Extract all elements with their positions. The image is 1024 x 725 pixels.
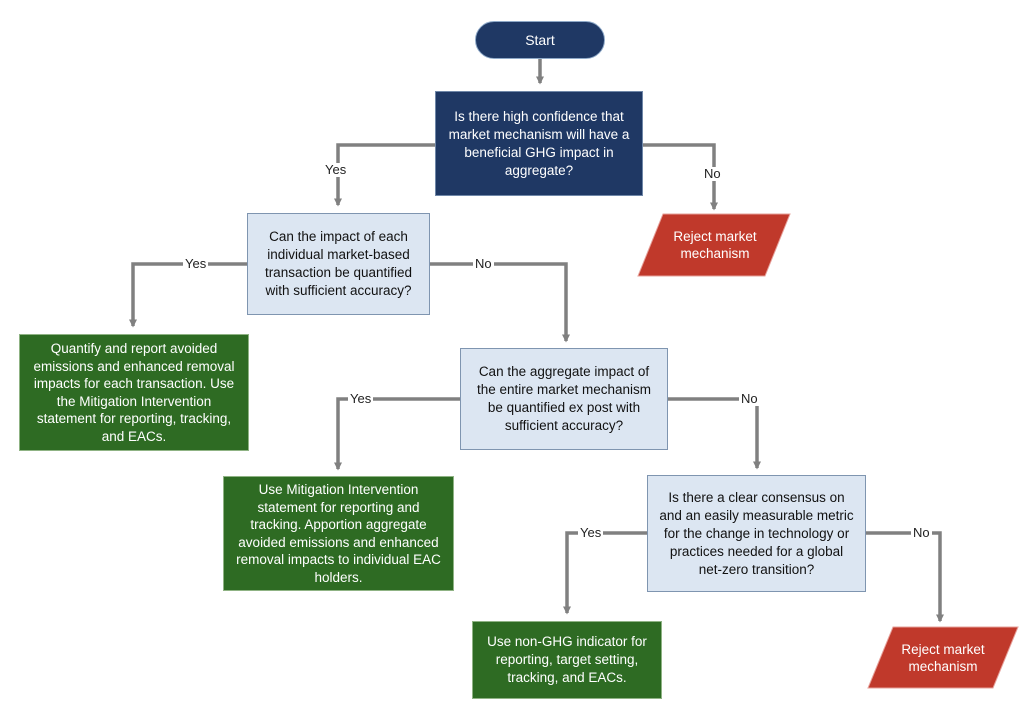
label-q1-yes: Yes <box>323 162 349 177</box>
reject-1-text: Reject market mechanism <box>673 229 757 261</box>
start-node: Start <box>475 21 605 59</box>
label-q3-yes: Yes <box>348 391 374 406</box>
label-q4-no: No <box>911 525 932 540</box>
connector-q4-no <box>866 531 944 623</box>
reject-2-text: Reject market mechanism <box>901 641 985 674</box>
connector-q1-yes <box>334 143 435 207</box>
connector-q1-no <box>643 143 718 211</box>
result-apportion-aggregate: Use Mitigation Intervention statement fo… <box>223 476 454 591</box>
reject-market-mechanism-2: Reject market mechanism <box>898 627 988 688</box>
reject-shape-2 <box>867 626 1019 689</box>
question-beneficial-impact: Is there high confidence that market mec… <box>435 91 643 196</box>
result-quantify-report-text: Quantify and report avoided emissions an… <box>33 341 235 444</box>
result-apportion-aggregate-text: Use Mitigation Intervention statement fo… <box>236 482 441 585</box>
question-clear-consensus-text: Is there a clear consensus on and an eas… <box>659 489 854 577</box>
question-aggregate-impact: Can the aggregate impact of the entire m… <box>460 348 668 450</box>
label-q1-no: No <box>702 166 723 181</box>
connector-q4-yes <box>563 531 647 615</box>
question-aggregate-impact-text: Can the aggregate impact of the entire m… <box>476 364 652 433</box>
connector-q3-no <box>668 397 761 470</box>
label-q4-yes: Yes <box>578 525 604 540</box>
result-non-ghg-indicator-text: Use non-GHG indicator for reporting, tar… <box>487 634 647 685</box>
result-quantify-report: Quantify and report avoided emissions an… <box>19 334 249 451</box>
reject-market-mechanism-1: Reject market mechanism <box>670 214 760 276</box>
question-individual-impact: Can the impact of each individual market… <box>247 213 430 315</box>
question-clear-consensus: Is there a clear consensus on and an eas… <box>647 475 866 592</box>
start-label: Start <box>525 32 555 48</box>
question-beneficial-impact-text: Is there high confidence that market mec… <box>448 108 630 178</box>
reject-shape-1 <box>637 213 791 277</box>
label-q3-no: No <box>739 391 760 406</box>
question-individual-impact-text: Can the impact of each individual market… <box>264 229 413 298</box>
connector-q2-no <box>430 262 570 343</box>
connector-q3-yes <box>334 397 460 471</box>
label-q2-no: No <box>473 256 494 271</box>
result-non-ghg-indicator: Use non-GHG indicator for reporting, tar… <box>472 621 662 699</box>
label-q2-yes: Yes <box>183 256 209 271</box>
connector-q2-yes <box>129 262 247 328</box>
